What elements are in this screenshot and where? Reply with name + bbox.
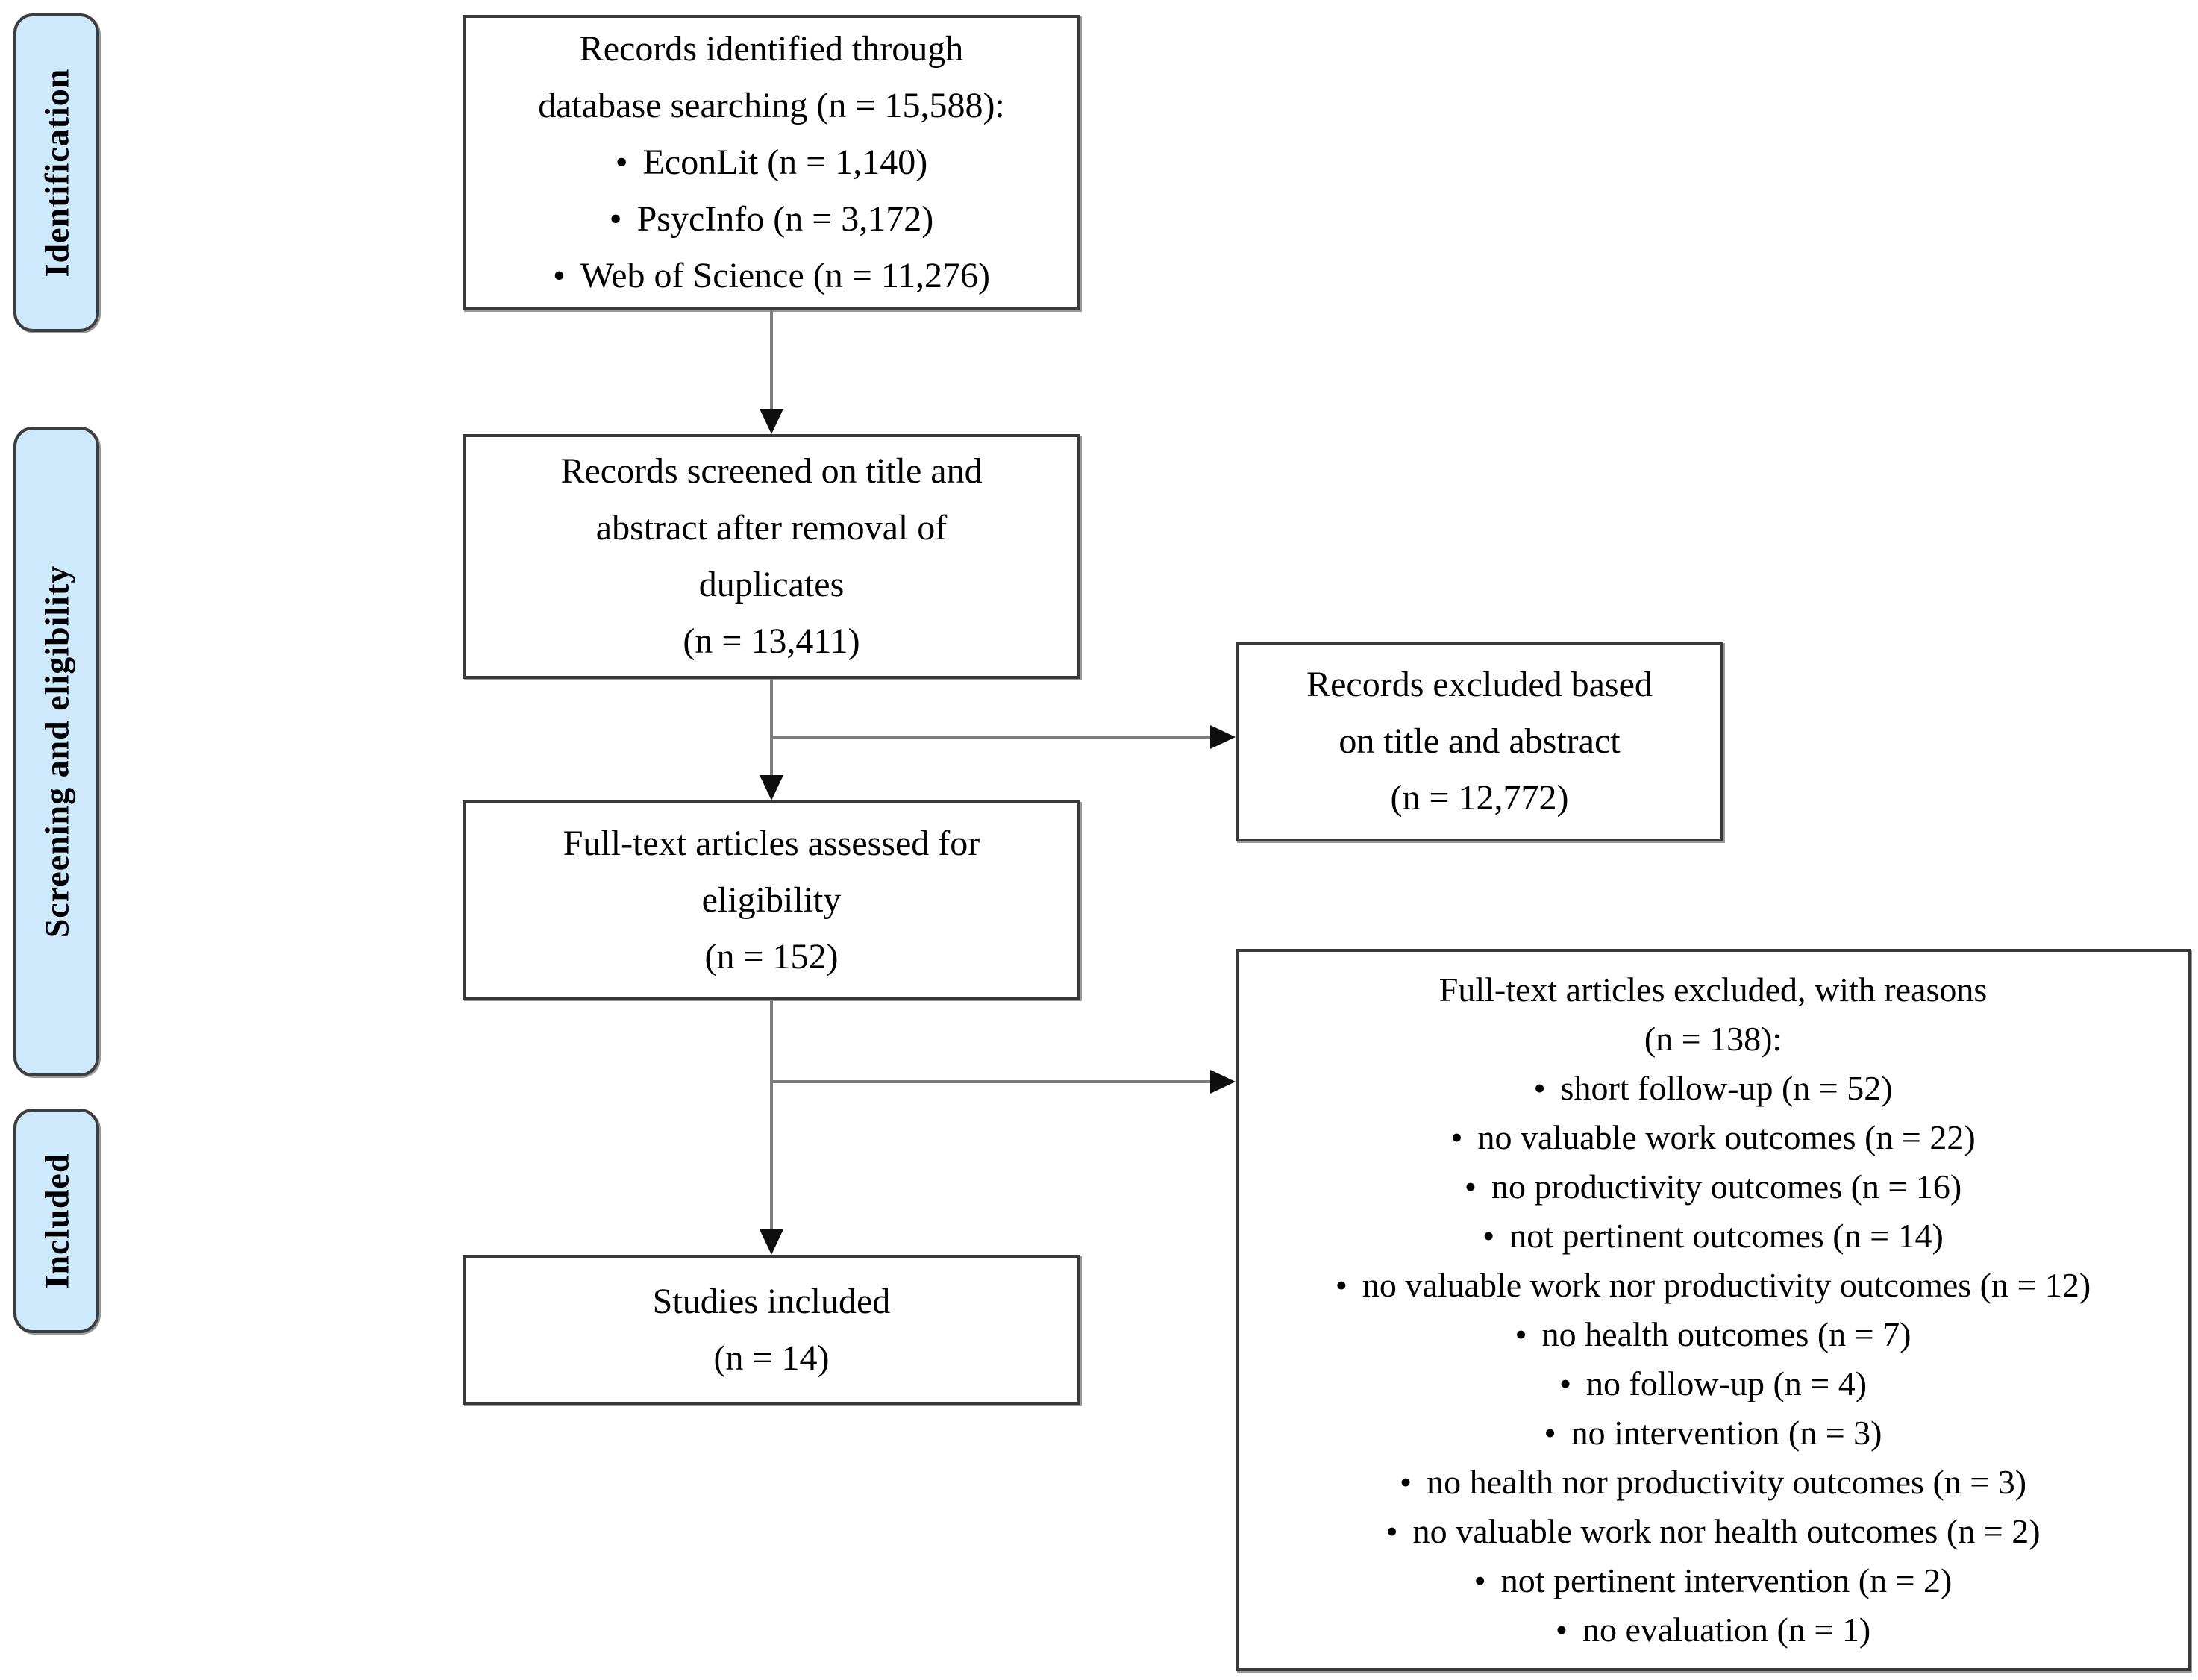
exclusion-reason: short follow-up (n = 52) bbox=[1533, 1064, 1893, 1113]
arrow-fulltext-to-included-head bbox=[760, 1229, 783, 1255]
box-studies-included: Studies included (n = 14) bbox=[463, 1255, 1080, 1405]
box-fulltext-assessed: Full-text articles assessed for eligibil… bbox=[463, 800, 1080, 1000]
exclusion-reason: no valuable work outcomes (n = 22) bbox=[1450, 1113, 1975, 1162]
box-line: Records excluded based bbox=[1306, 665, 1653, 704]
arrow-fulltext-to-included-line bbox=[770, 1000, 773, 1229]
box-line: abstract after removal of bbox=[595, 508, 948, 548]
box-line: eligibility bbox=[701, 880, 842, 920]
database-item: PsycInfo (n = 3,172) bbox=[610, 191, 934, 248]
box-line: (n = 152) bbox=[704, 936, 839, 977]
box-records-identified: Records identified through database sear… bbox=[463, 15, 1080, 310]
exclusion-reason: no productivity outcomes (n = 16) bbox=[1465, 1162, 1961, 1212]
box-line: on title and abstract bbox=[1338, 721, 1621, 761]
box-line: duplicates bbox=[698, 565, 845, 604]
box-line: (n = 12,772) bbox=[1390, 778, 1569, 818]
box-line: database searching (n = 15,588): bbox=[538, 86, 1005, 125]
box-line: Records screened on title and bbox=[560, 451, 983, 491]
exclusion-reason: no valuable work nor health outcomes (n … bbox=[1386, 1507, 2041, 1556]
arrow-screened-to-fulltext-line bbox=[770, 679, 773, 775]
box-line: Records identified through bbox=[579, 29, 964, 69]
box-fulltext-excluded: Full-text articles excluded, with reason… bbox=[1236, 949, 2191, 1671]
box-records-excluded: Records excluded based on title and abst… bbox=[1236, 642, 1723, 841]
box-line: Full-text articles excluded, with reason… bbox=[1438, 971, 1988, 1009]
arrow-branch-fulltext-excluded-line bbox=[770, 1080, 1210, 1083]
database-item: EconLit (n = 1,140) bbox=[616, 134, 928, 191]
box-records-screened: Records screened on title and abstract a… bbox=[463, 434, 1080, 679]
exclusion-reason: not pertinent outcomes (n = 14) bbox=[1482, 1212, 1944, 1261]
arrow-branch-fulltext-excluded-head bbox=[1210, 1070, 1236, 1094]
box-line: (n = 14) bbox=[713, 1338, 830, 1378]
exclusion-reason: no valuable work nor productivity outcom… bbox=[1336, 1261, 2091, 1310]
arrow-identified-to-screened-head bbox=[760, 409, 783, 434]
arrow-branch-records-excluded-line bbox=[770, 736, 1210, 739]
exclusion-reason: no follow-up (n = 4) bbox=[1559, 1359, 1867, 1408]
box-line: Full-text articles assessed for bbox=[563, 823, 980, 863]
arrow-branch-records-excluded-head bbox=[1210, 725, 1236, 749]
box-line: Studies included bbox=[652, 1281, 891, 1321]
exclusion-reason: no health outcomes (n = 7) bbox=[1515, 1310, 1911, 1359]
exclusion-reason: not pertinent intervention (n = 2) bbox=[1474, 1556, 1953, 1605]
arrow-screened-to-fulltext-head bbox=[760, 775, 783, 800]
box-line: (n = 138): bbox=[1644, 1020, 1782, 1058]
stage-screening-eligibility: Screening and eligibility bbox=[13, 427, 99, 1076]
stage-screening-eligibility-label: Screening and eligibility bbox=[37, 565, 76, 938]
exclusion-reason: no health nor productivity outcomes (n =… bbox=[1400, 1458, 2026, 1507]
box-line: (n = 13,411) bbox=[683, 621, 860, 661]
stage-included-label: Included bbox=[37, 1153, 76, 1289]
exclusion-reason: no evaluation (n = 1) bbox=[1556, 1605, 1870, 1655]
stage-identification-label: Identification bbox=[37, 68, 75, 278]
stage-identification: Identification bbox=[13, 13, 99, 332]
stage-included: Included bbox=[13, 1109, 99, 1333]
exclusion-reason: no intervention (n = 3) bbox=[1544, 1408, 1882, 1458]
database-item: Web of Science (n = 11,276) bbox=[553, 248, 990, 304]
arrow-identified-to-screened-line bbox=[770, 310, 773, 410]
